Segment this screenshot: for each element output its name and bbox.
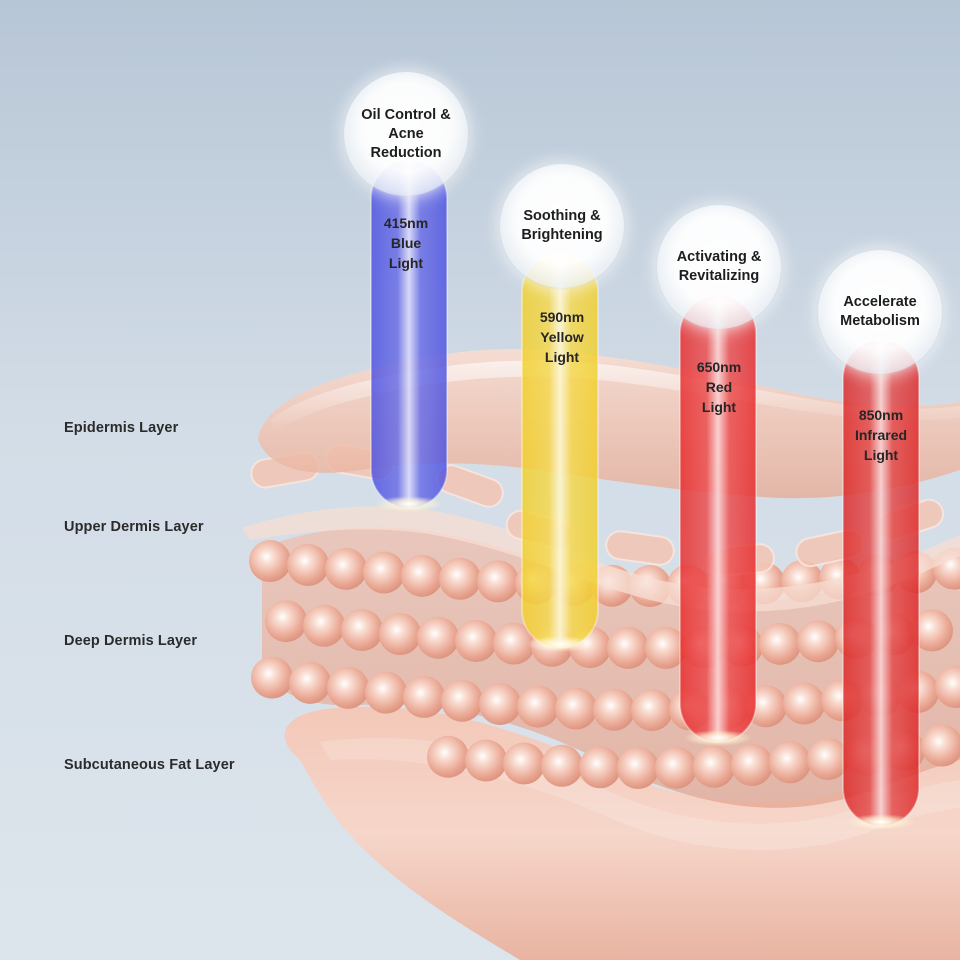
dermis-cell — [493, 622, 535, 665]
dermis-cell — [783, 682, 825, 725]
dermis-cell — [427, 735, 469, 778]
layer-label-upper-dermis: Upper Dermis Layer — [64, 519, 204, 535]
dermis-cell — [379, 613, 421, 656]
benefit-text-yellow: Soothing & Brightening — [521, 208, 603, 243]
dermis-cell — [287, 544, 329, 587]
dermis-cell — [541, 744, 583, 787]
dermis-cell — [325, 547, 367, 590]
dermis-cell — [593, 688, 635, 731]
benefit-bubble-infrared: Accelerate Metabolism — [818, 250, 942, 374]
dermis-cell — [631, 688, 673, 731]
dermis-cell — [655, 746, 697, 789]
dermis-cell — [617, 746, 659, 789]
light-beam-infrared — [842, 339, 920, 830]
wavelength-label-yellow: 590nm Yellow Light — [539, 309, 585, 365]
dermis-cell — [517, 685, 559, 728]
benefit-bubble-blue: Oil Control & Acne Reduction — [344, 72, 468, 196]
dermis-cell — [731, 743, 773, 786]
wavelength-label-blue: 415nm Blue Light — [383, 215, 429, 271]
dermis-cell — [645, 626, 687, 669]
layer-label-epidermis: Epidermis Layer — [64, 420, 179, 436]
benefit-text-infrared: Accelerate Metabolism — [840, 294, 920, 329]
dermis-cell — [693, 745, 735, 788]
dermis-cell — [403, 675, 445, 718]
layer-label-subcutaneous-fat: Subcutaneous Fat Layer — [64, 757, 235, 773]
dermis-cell — [607, 626, 649, 669]
dermis-cell — [401, 554, 443, 597]
dermis-cell — [465, 739, 507, 782]
dermis-cell — [365, 671, 407, 714]
dermis-cell — [363, 551, 405, 594]
dermis-cell — [441, 679, 483, 722]
dermis-cell — [303, 604, 345, 647]
dermis-cell — [479, 683, 521, 726]
dermis-cell — [417, 616, 459, 659]
dermis-cell — [579, 746, 621, 789]
dermis-cell — [797, 620, 839, 663]
wavelength-label-red: 650nm Red Light — [696, 359, 742, 415]
light-beam-red — [679, 294, 757, 746]
upper-dermis-membrane — [242, 506, 960, 612]
dermis-cell — [327, 666, 369, 709]
dermis-cell — [477, 560, 519, 603]
dermis-capsule — [605, 530, 675, 566]
dermis-cell — [289, 661, 331, 704]
benefit-text-blue: Oil Control & Acne Reduction — [361, 106, 451, 161]
dermis-cell — [555, 687, 597, 730]
light-beam-yellow — [521, 253, 599, 652]
dermis-cell — [759, 622, 801, 665]
dermis-cell — [455, 619, 497, 662]
benefit-text-red: Activating & Revitalizing — [676, 249, 762, 284]
dermis-cell — [807, 737, 849, 780]
dermis-cell — [249, 540, 291, 583]
dermis-cell — [251, 656, 293, 699]
dermis-cell — [911, 609, 953, 652]
wavelength-label-infrared: 850nm Infrared Light — [854, 407, 908, 463]
dermis-cell — [769, 741, 811, 784]
dermis-cell — [935, 666, 960, 709]
dermis-cell — [503, 742, 545, 785]
dermis-cell — [439, 557, 481, 600]
layer-label-deep-dermis: Deep Dermis Layer — [64, 633, 198, 649]
benefit-bubble-yellow: Soothing & Brightening — [500, 164, 624, 288]
dermis-cell — [921, 724, 960, 767]
benefit-bubble-red: Activating & Revitalizing — [657, 205, 781, 329]
dermis-cell — [341, 609, 383, 652]
dermis-cell — [265, 600, 307, 643]
dermis-layer-shape — [262, 527, 960, 808]
